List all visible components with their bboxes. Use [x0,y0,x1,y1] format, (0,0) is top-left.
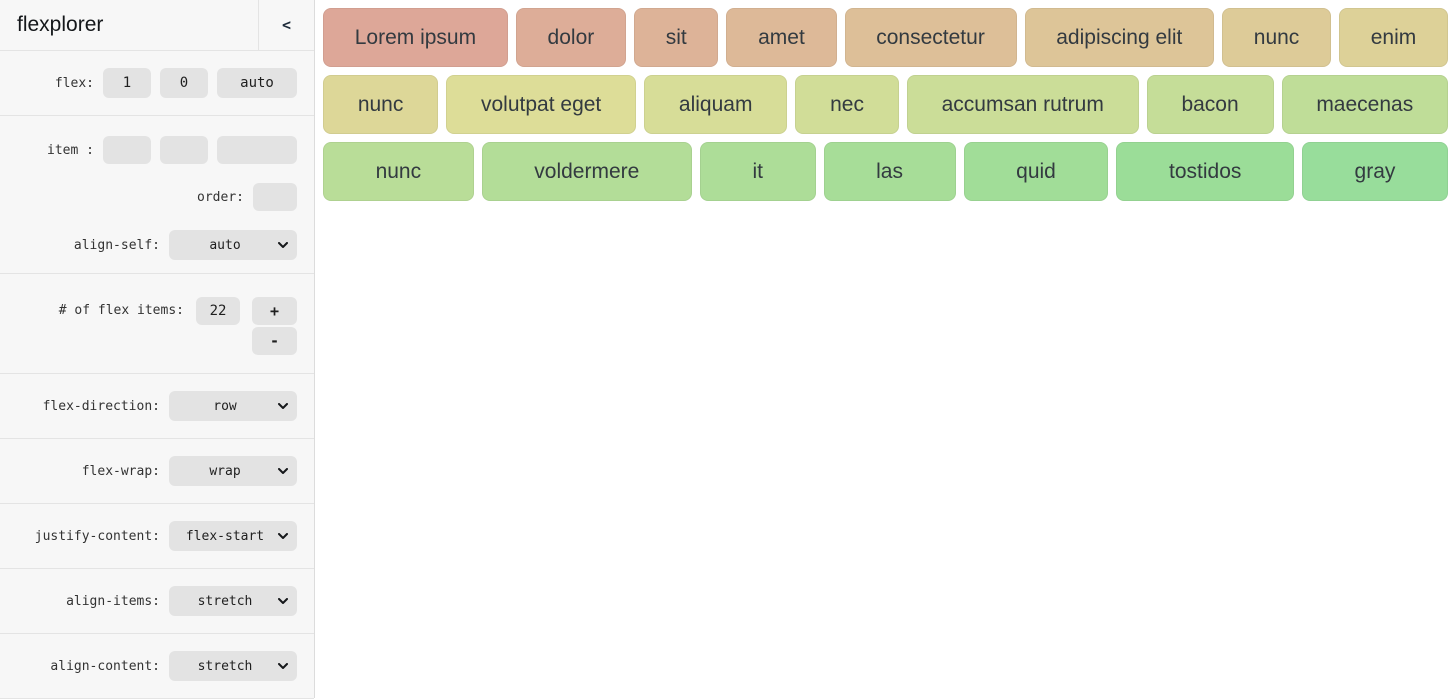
chevron-down-icon [278,403,288,409]
flex-item[interactable]: tostidos [1116,142,1294,201]
flex-grow-input[interactable] [103,68,151,98]
sidebar-header: flexplorer < [0,0,314,51]
order-input[interactable] [253,183,297,211]
flex-item[interactable]: nunc [323,75,439,134]
flex-basis-input[interactable] [217,68,297,98]
flex-item[interactable]: nunc [323,142,474,201]
flex-direction-select[interactable]: row [169,391,297,421]
chevron-down-icon [278,598,288,604]
item-count-stepper: + - [252,297,297,355]
flex-wrap-select[interactable]: wrap [169,456,297,486]
section-flex-wrap: flex-wrap: wrap [0,439,314,504]
section-flex-direction: flex-direction: row [0,374,314,439]
flex-item[interactable]: quid [963,142,1109,201]
align-self-label: align-self: [73,237,160,253]
section-align-items: align-items: stretch [0,569,314,634]
flex-item[interactable]: sit [633,8,719,67]
flex-item[interactable]: Lorem ipsum [323,8,508,67]
align-content-select[interactable]: stretch [169,651,297,681]
flex-direction-value: row [213,398,237,414]
section-justify-content: justify-content: flex-start [0,504,314,569]
align-items-label: align-items: [66,593,160,609]
flex-item[interactable]: gray [1301,142,1448,201]
remove-item-button[interactable]: - [252,327,297,355]
flex-item[interactable]: volutpat eget [446,75,637,134]
chevron-down-icon [278,242,288,248]
flex-label: flex: [54,75,94,91]
flex-item[interactable]: nec [795,75,899,134]
align-items-value: stretch [197,593,253,609]
flex-item[interactable]: it [699,142,816,201]
add-item-button[interactable]: + [252,297,297,325]
flex-item[interactable]: las [823,142,956,201]
num-items-label: # of flex items: [58,303,184,318]
justify-content-label: justify-content: [34,528,160,544]
order-label: order: [197,189,244,205]
flex-item[interactable]: amet [726,8,837,67]
flex-item[interactable]: voldermere [481,142,692,201]
flex-shrink-input[interactable] [160,68,208,98]
flex-item[interactable]: nunc [1222,8,1332,67]
chevron-left-icon: < [281,16,292,34]
flex-item[interactable]: aliquam [644,75,788,134]
sidebar: flexplorer < flex: item : order: align-s… [0,0,315,699]
flex-item[interactable]: adipiscing elit [1024,8,1215,67]
item-flex-grow-input[interactable] [103,136,151,164]
flex-item[interactable]: dolor [515,8,626,67]
num-items-input[interactable] [196,297,240,325]
item-label: item : [47,142,94,158]
align-content-value: stretch [197,658,253,674]
flex-item[interactable]: accumsan rutrum [906,75,1139,134]
section-flex: flex: [0,51,314,116]
flex-item[interactable]: bacon [1146,75,1274,134]
justify-content-value: flex-start [185,528,265,544]
section-item-count: # of flex items: + - [0,274,314,374]
flex-item[interactable]: consectetur [844,8,1017,67]
chevron-down-icon [278,468,288,474]
flex-item[interactable]: enim [1339,8,1448,67]
flex-wrap-value: wrap [209,463,241,479]
flex-item[interactable]: maecenas [1281,75,1449,134]
item-flex-basis-input[interactable] [217,136,297,164]
align-self-value: auto [209,237,241,253]
align-self-select[interactable]: auto [169,230,297,260]
sidebar-collapse-button[interactable]: < [258,0,314,50]
item-flex-shrink-input[interactable] [160,136,208,164]
app-title: flexplorer [17,13,104,36]
chevron-down-icon [278,533,288,539]
align-items-select[interactable]: stretch [169,586,297,616]
section-item: item : order: align-self: auto [0,116,314,274]
align-content-label: align-content: [50,658,160,674]
section-align-content: align-content: stretch [0,634,314,699]
justify-content-select[interactable]: flex-start [169,521,297,551]
flex-wrap-label: flex-wrap: [81,463,160,479]
chevron-down-icon [278,663,288,669]
flex-direction-label: flex-direction: [42,398,160,414]
